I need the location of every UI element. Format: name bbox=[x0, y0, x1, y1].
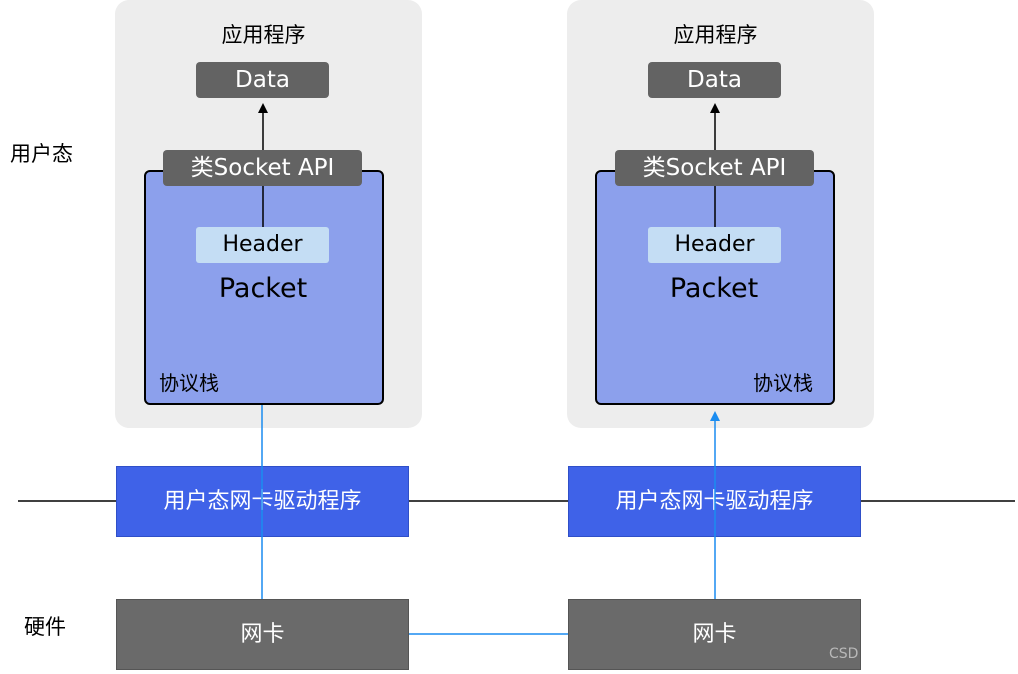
host-1-app-title: 应用程序 bbox=[221, 23, 306, 47]
user-space-label: 用户态 bbox=[10, 142, 73, 166]
host-2-nic-box: 网卡 bbox=[568, 599, 861, 670]
host-2-app-title: 应用程序 bbox=[673, 23, 758, 47]
host-1-protocol-stack bbox=[144, 170, 384, 405]
host-1-data-box: Data bbox=[196, 62, 329, 98]
hardware-label: 硬件 bbox=[24, 615, 66, 639]
host-2-data-box: Data bbox=[648, 62, 781, 98]
host-1-stack-label: 协议栈 bbox=[159, 371, 219, 395]
host-2-packet-label: Packet bbox=[669, 273, 759, 304]
host-2-socket-api-box: 类Socket API bbox=[615, 150, 814, 186]
host-1-header-box: Header bbox=[196, 227, 329, 263]
host-1-nic-box: 网卡 bbox=[116, 599, 409, 670]
host-1-packet-label: Packet bbox=[218, 273, 308, 304]
host-2-stack-label: 协议栈 bbox=[753, 371, 813, 395]
watermark-text: CSD bbox=[829, 646, 859, 662]
host-1-socket-api-box: 类Socket API bbox=[163, 150, 362, 186]
host-2-header-box: Header bbox=[648, 227, 781, 263]
